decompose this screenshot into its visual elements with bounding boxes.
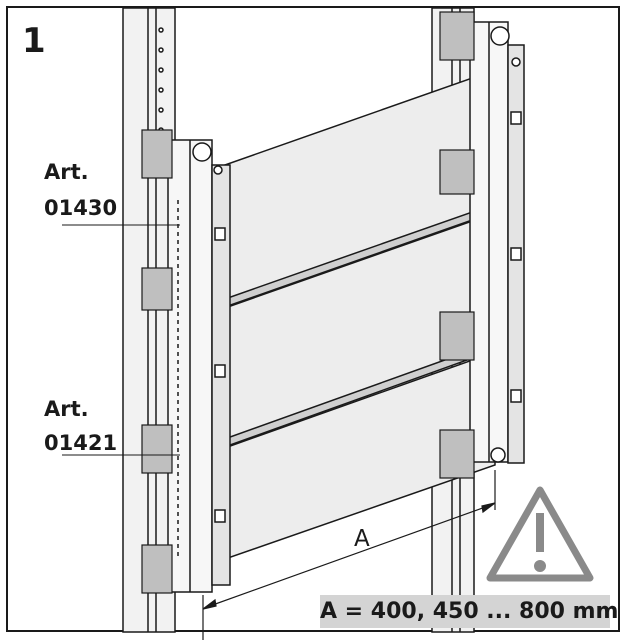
label-art-1-prefix: Art. <box>44 160 89 184</box>
figure-number: 1 <box>22 21 46 61</box>
leader-lines <box>62 224 180 456</box>
left-cabinet-post <box>122 7 176 633</box>
label-art-2-number: 01421 <box>44 431 118 455</box>
figure-frame <box>6 6 620 632</box>
warning-triangle-icon <box>486 486 594 582</box>
right-mounting-clips <box>439 11 475 479</box>
dimension-letter: A <box>354 526 370 552</box>
right-vertical-rail <box>469 21 525 464</box>
left-mounting-clips <box>141 129 173 594</box>
label-art-2-prefix: Art. <box>44 397 89 421</box>
dimension-a <box>202 470 496 640</box>
dimension-note: A = 400, 450 ... 800 mm <box>320 595 618 628</box>
left-vertical-rail <box>167 139 231 593</box>
label-art-1-number: 01430 <box>44 196 118 220</box>
